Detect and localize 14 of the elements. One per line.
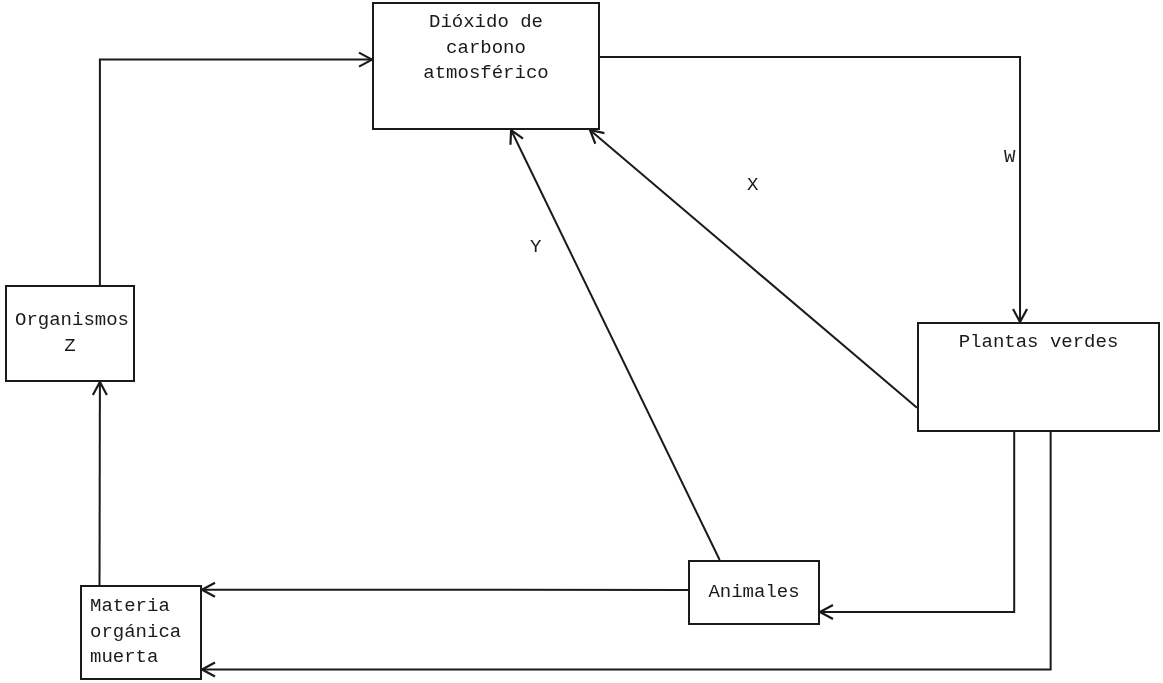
node-label: Plantas verdes bbox=[958, 330, 1119, 355]
process-box bbox=[688, 560, 820, 625]
arrow bbox=[91, 380, 108, 586]
arrow bbox=[98, 51, 374, 286]
process-box bbox=[372, 2, 600, 130]
arrow bbox=[599, 56, 1029, 324]
node-label: Dióxido de carbono atmosférico bbox=[422, 10, 550, 87]
node-label: Materia orgánica muerta bbox=[90, 594, 183, 671]
arrow bbox=[588, 128, 918, 409]
arrow bbox=[509, 128, 721, 561]
node-label: Animales bbox=[708, 579, 800, 605]
process-box bbox=[5, 285, 135, 382]
process-box bbox=[80, 585, 202, 680]
process-box bbox=[917, 322, 1160, 432]
